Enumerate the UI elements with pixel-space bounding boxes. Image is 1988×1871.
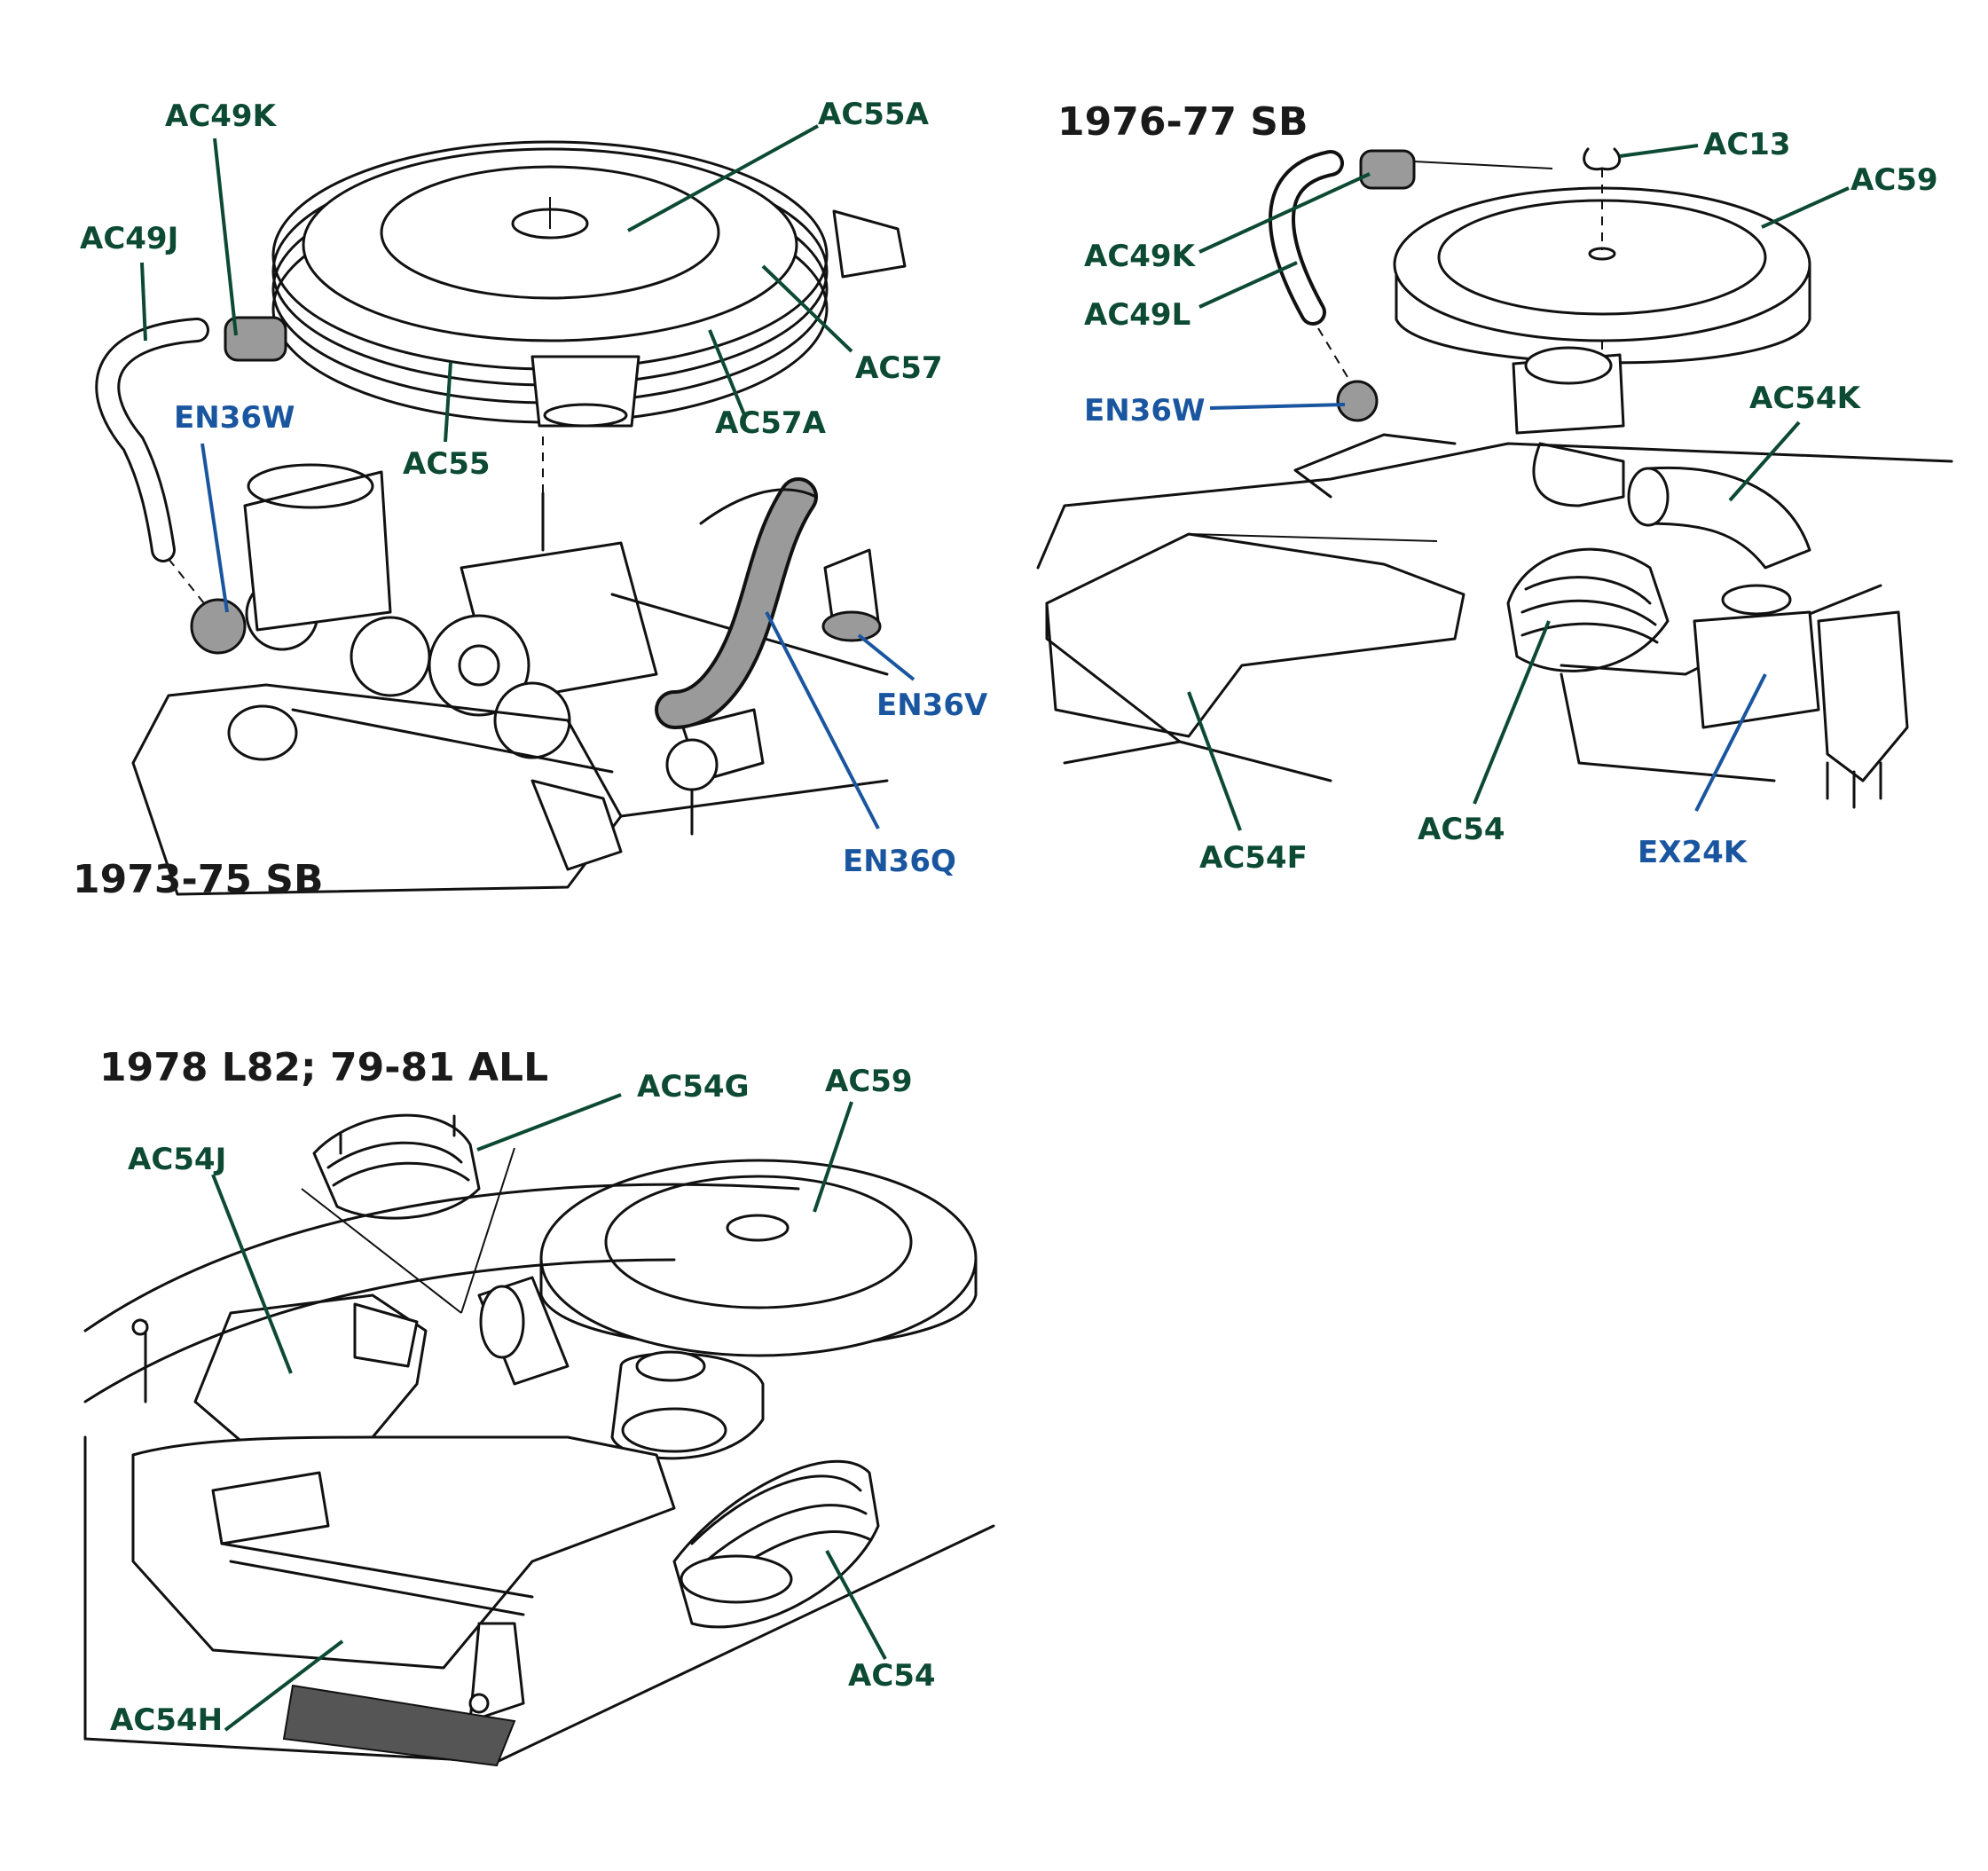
panel-1978-81: 1978 L82; 79-81 ALL AC54G AC59 AC54J AC5… [83, 1045, 995, 1767]
callout-ac54g: AC54G [637, 1069, 750, 1105]
callout-ac49l: AC49L [1084, 297, 1190, 333]
leaders-1978-81 [211, 1093, 887, 1732]
callout-ac59: AC59 [1850, 162, 1938, 198]
panel-title: 1978 L82; 79-81 ALL [99, 1045, 548, 1090]
panel-1976-77: 1976-77 SB AC13 AC59 AC49K AC49L EN36W A… [1036, 99, 1953, 876]
callout-ac54k: AC54K [1749, 381, 1862, 416]
callout-ac54: AC54 [848, 1658, 936, 1694]
callout-en36w: EN36W [174, 400, 295, 436]
engine-art-1976-77 [1036, 147, 1953, 809]
leaders-1976-77 [1187, 144, 1850, 831]
engine-art-1973-75 [95, 140, 907, 896]
leaders-1973-75 [140, 124, 915, 829]
callout-en36q: EN36Q [843, 844, 956, 879]
callout-ac54f: AC54F [1199, 840, 1308, 876]
callout-ac49j: AC49J [80, 221, 178, 256]
callout-en36v: EN36V [876, 688, 988, 723]
callout-ac13: AC13 [1703, 127, 1791, 162]
callout-ac54h: AC54H [110, 1702, 223, 1738]
callout-ac54j: AC54J [128, 1142, 226, 1177]
callout-ex24k: EX24K [1638, 835, 1748, 870]
callout-ac55: AC55 [403, 446, 491, 482]
callout-en36w: EN36W [1084, 393, 1206, 428]
panel-title: 1976-77 SB [1057, 99, 1308, 145]
callout-ac49k: AC49K [1084, 239, 1197, 274]
panel-1973-75: 1973-75 SB AC49K AC55A AC49J AC57 AC57A … [73, 97, 988, 902]
callout-ac59: AC59 [825, 1064, 913, 1099]
callout-ac57a: AC57A [715, 405, 827, 441]
callout-ac57: AC57 [855, 350, 943, 386]
engine-art-1978-81 [83, 1113, 995, 1767]
callout-ac49k: AC49K [165, 98, 278, 134]
callout-ac55a: AC55A [818, 97, 930, 132]
panel-title: 1973-75 SB [73, 857, 324, 902]
callout-ac54: AC54 [1418, 812, 1505, 847]
